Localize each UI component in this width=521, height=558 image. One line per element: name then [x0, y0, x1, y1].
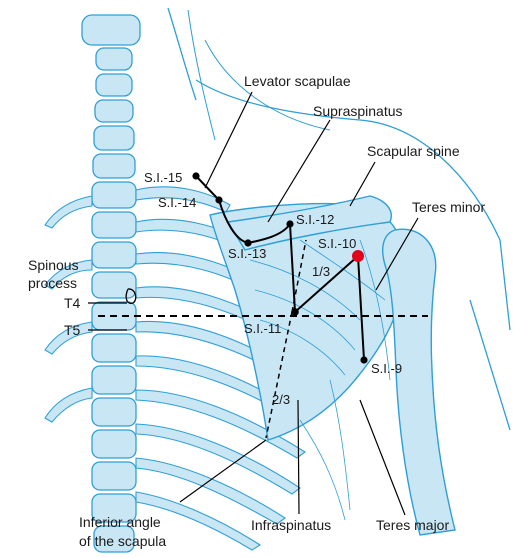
inferior-angle-leader [179, 439, 267, 503]
neck-outline [167, 7, 197, 101]
rib-left [44, 259, 93, 290]
label-inferior-angle-line1: Inferior angle [79, 514, 161, 530]
levator-scapulae-leader [204, 91, 253, 189]
infraspinatus-leader [297, 399, 300, 515]
scapular-spine [226, 195, 392, 251]
vertebra [91, 333, 137, 363]
point-si13 [244, 239, 252, 247]
muscle-fibres [249, 239, 391, 521]
si12-si11-line [289, 223, 296, 313]
label-scapular-spine: Scapular spine [367, 143, 460, 159]
point-si15 [192, 172, 200, 180]
label-levator-scapulae: Levator scapulae [244, 73, 351, 89]
vertebra [91, 181, 137, 209]
vertebra [92, 153, 136, 179]
vertebra [93, 525, 135, 553]
point-si11 [291, 308, 299, 316]
label-si9: S.I.-9 [371, 361, 402, 376]
vertebra [81, 14, 141, 46]
label-t4: T4 [64, 295, 81, 311]
teres-major-leader [359, 399, 406, 516]
shoulder-outline [195, 79, 511, 331]
rib [135, 389, 306, 459]
anatomy-illustration [44, 7, 511, 553]
label-si11: S.I.-11 [244, 321, 281, 336]
label-si12: S.I.-12 [296, 212, 334, 227]
label-t5: T5 [64, 322, 81, 338]
vertebra [91, 211, 137, 239]
fraction-one-third: 1/3 [312, 264, 330, 279]
rib [135, 457, 286, 525]
leader-lines [88, 91, 419, 516]
label-infraspinatus: Infraspinatus [251, 517, 331, 533]
label-supraspinatus: Supraspinatus [313, 103, 403, 119]
point-si14 [215, 196, 223, 204]
teres-minor-leader [375, 217, 419, 291]
vertebral-column [81, 14, 141, 553]
label-si14: S.I.-14 [158, 195, 196, 210]
vertebra [91, 461, 137, 491]
label-teres-major: Teres major [376, 517, 449, 533]
point-si10 [352, 250, 364, 262]
acupoints [192, 172, 368, 364]
label-inferior-angle-line2: of the scapula [79, 533, 166, 549]
rib-left [44, 321, 93, 355]
rib [135, 423, 301, 495]
guide-lines [98, 175, 428, 439]
spinous-process-marker [125, 288, 137, 304]
rib [135, 491, 262, 551]
si11-si10-line [294, 255, 359, 313]
label-si15: S.I.-15 [144, 170, 182, 185]
point-si9 [360, 356, 368, 364]
vertebra [91, 397, 137, 427]
label-spinous-process-line1: Spinous [28, 257, 79, 273]
anatomy-labels: Levator scapulae Supraspinatus Scapular … [28, 73, 485, 549]
label-spinous-process-line2: process [28, 275, 77, 291]
label-si13: S.I.-13 [228, 246, 266, 261]
vertebra [91, 365, 137, 395]
vertebra [91, 429, 137, 459]
rib-left [44, 195, 93, 229]
vertebra [93, 125, 135, 151]
humerus [382, 228, 456, 536]
vertebra [91, 493, 137, 523]
point-labels: S.I.-15 S.I.-14 S.I.-13 S.I.-12 S.I.-11 … [144, 170, 402, 407]
supraspinatus-leader [267, 119, 331, 223]
arm-outline [469, 299, 511, 431]
si13-si12-path [247, 223, 291, 244]
fraction-two-thirds: 2/3 [272, 392, 290, 407]
vertebra [94, 99, 134, 123]
two-thirds-dashed-line [265, 311, 293, 439]
vertebra [91, 271, 137, 299]
vertebra [95, 47, 133, 71]
rib-left [44, 387, 93, 423]
vertebra [95, 73, 133, 97]
trapezius-edge [204, 39, 331, 131]
label-si10: S.I.-10 [318, 236, 356, 251]
vertebra [91, 241, 137, 269]
si10-si9-line [357, 255, 365, 361]
label-teres-minor: Teres minor [412, 199, 485, 215]
neck-muscle [187, 9, 216, 141]
scapular-spine-leader [349, 161, 376, 207]
point-si12 [286, 220, 294, 228]
